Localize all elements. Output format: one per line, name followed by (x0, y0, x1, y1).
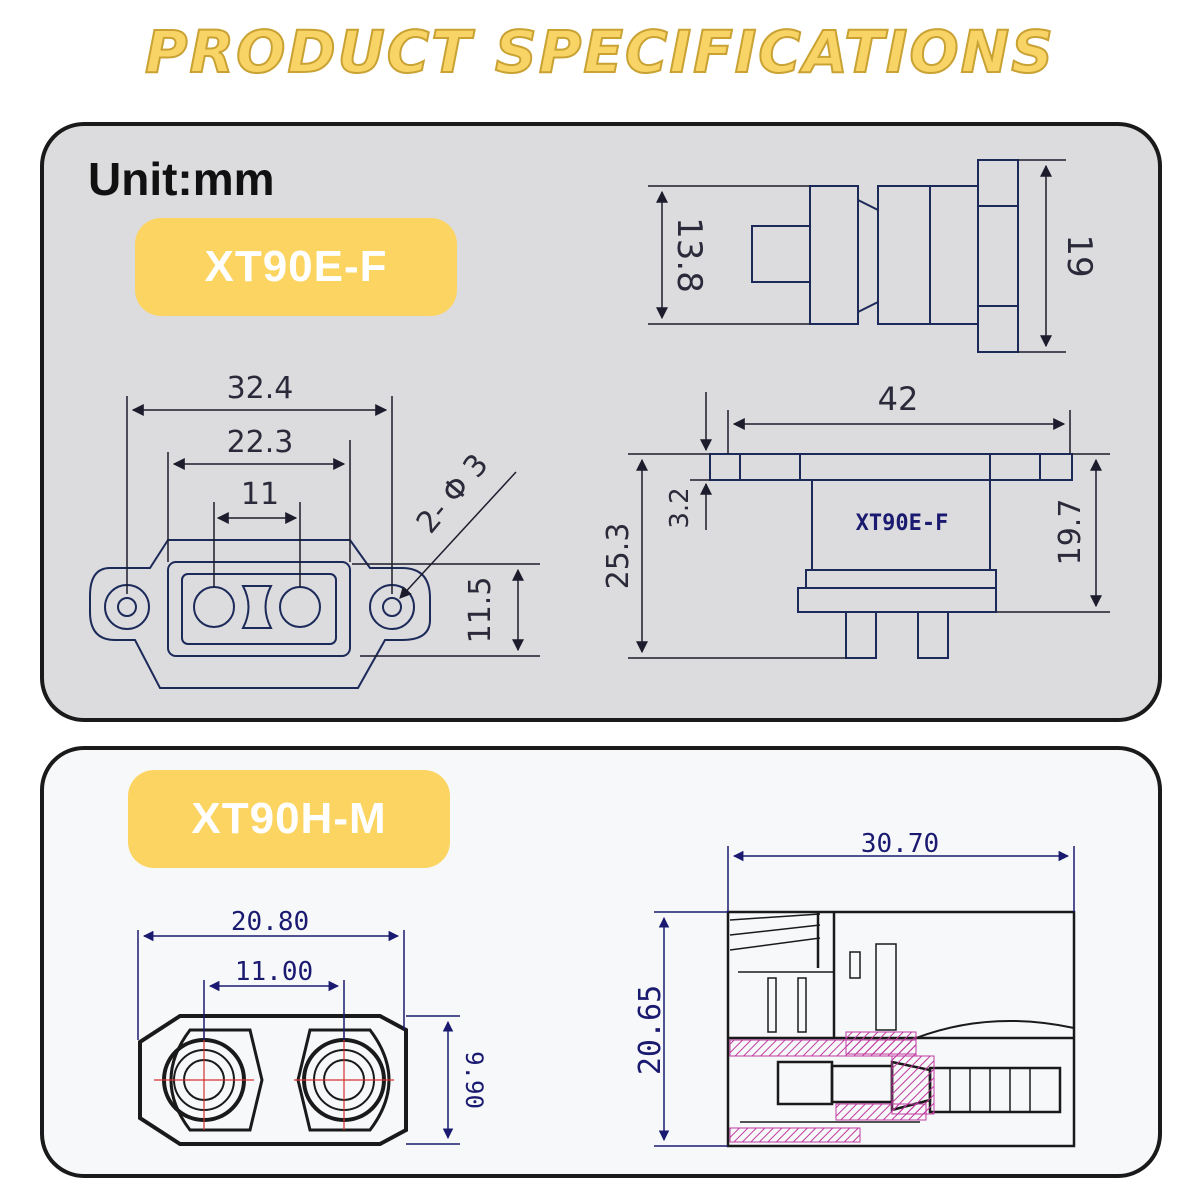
dim-label-11-5: 11.5 (463, 577, 498, 644)
dim-label-19-7: 19.7 (1053, 499, 1088, 566)
xt90e-f-rear-view (709, 453, 1073, 659)
dim-label-42: 42 (878, 380, 919, 418)
model-badge-xt90h-m: XT90H-M (128, 770, 450, 868)
xt90e-f-front-view (89, 539, 431, 689)
xt90h-m-center-lines (154, 1030, 394, 1130)
xt90h-m-panel (40, 746, 1162, 1178)
unit-label: Unit:mm (88, 153, 275, 205)
dim-label-19: 19 (1059, 234, 1099, 277)
dim-label-20-80: 20.80 (231, 907, 309, 937)
dim-label-hole-diameter: 2- Φ 3 (410, 448, 496, 541)
body-marking-xt90e-f: XT90E-F (856, 511, 949, 536)
dim-label-3-2: 3.2 (665, 487, 695, 528)
rear-view-dimensions (628, 392, 1110, 659)
dim-label-11: 11 (241, 477, 279, 512)
xt90e-f-side-view (751, 159, 1019, 353)
dim-label-13-8: 13.8 (669, 217, 709, 293)
dim-label-9-90: 9.90 (460, 1051, 488, 1109)
dim-label-30-70: 30.70 (861, 829, 939, 859)
dim-19 (1018, 159, 1066, 353)
xt90h-m-front-dimensions (137, 930, 460, 1145)
page-title: PRODUCT SPECIFICATIONS (144, 17, 1055, 87)
dim-label-32-4: 32.4 (227, 371, 294, 406)
front-view-dimensions (126, 396, 540, 657)
dim-label-11-00: 11.00 (235, 957, 313, 987)
dim-label-20-65: 20.65 (633, 985, 668, 1075)
xt90h-m-side-dimensions (654, 846, 1075, 1147)
dim-13-8 (648, 185, 810, 325)
dim-label-25-3: 25.3 (601, 523, 636, 590)
dim-label-22-3: 22.3 (227, 425, 294, 460)
xt90h-m-hatching (729, 1031, 935, 1143)
model-badge-xt90e-f: XT90E-F (135, 218, 457, 316)
